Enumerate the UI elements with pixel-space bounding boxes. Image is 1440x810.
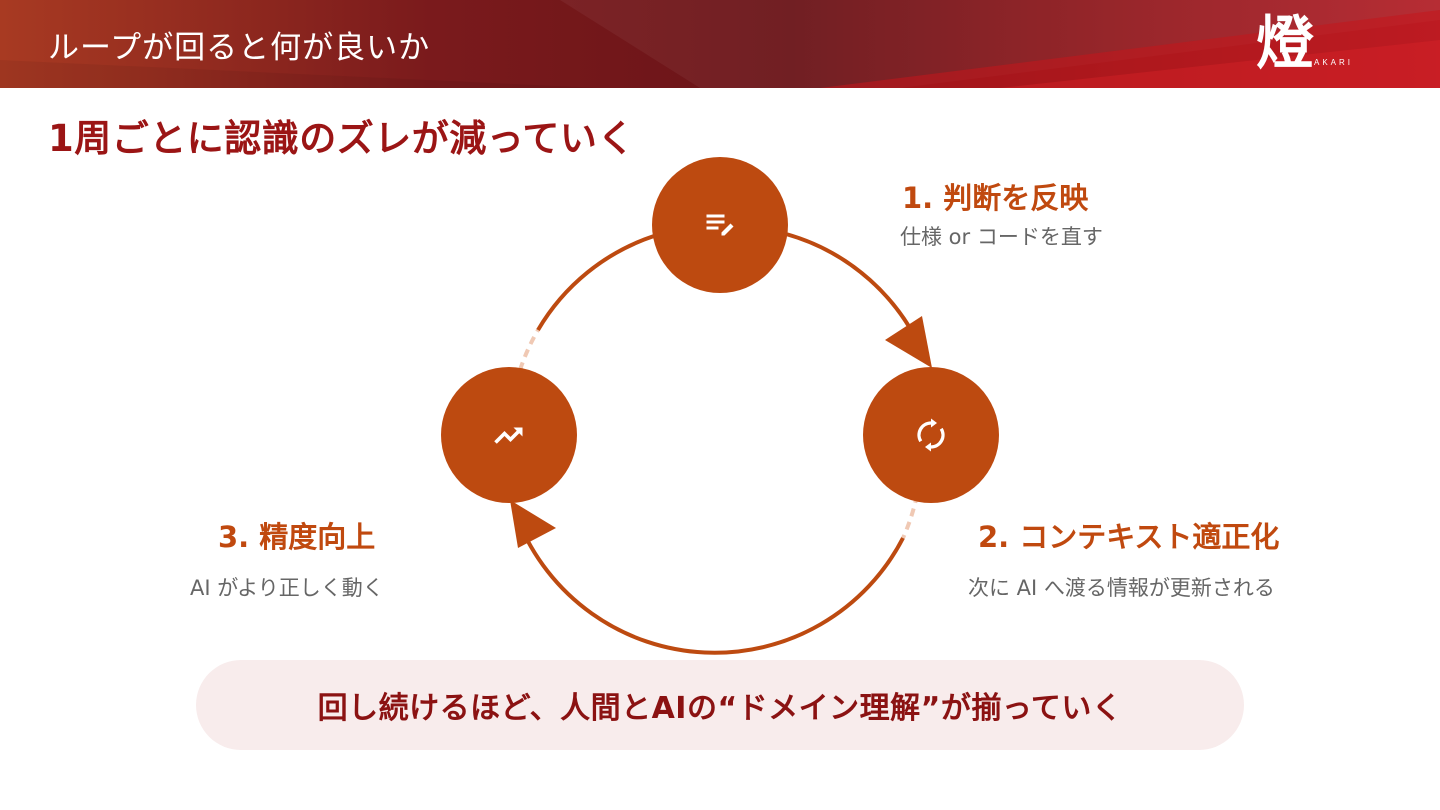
sync-icon	[917, 418, 945, 452]
header-bar: ループが回ると何が良いか 燈 AKARI	[0, 0, 1440, 88]
logo-wordmark: AKARI	[1314, 58, 1354, 67]
arc-2-to-3-dashed	[901, 494, 919, 539]
summary-banner-text: 回し続けるほど、人間とAIの“ドメイン理解”が揃っていく	[317, 691, 1123, 726]
akari-logo: 燈 AKARI	[1252, 8, 1372, 80]
step-1-title: 1. 判断を反映	[902, 181, 1089, 215]
page-headline: 1周ごとに認識のズレが減っていく	[48, 117, 635, 160]
step-3-desc: AI がより正しく動く	[190, 576, 384, 600]
edit-note-icon	[706, 214, 734, 236]
arrow-head-to-2	[885, 316, 932, 368]
node-reflect-decision	[652, 157, 788, 293]
step-1-desc: 仕様 or コードを直す	[900, 225, 1103, 249]
step-3-title: 3. 精度向上	[218, 520, 376, 554]
arc-3-to-1	[536, 234, 655, 332]
trending-up-icon	[494, 427, 523, 444]
header-decoration	[0, 0, 1440, 88]
header-title: ループが回ると何が良いか	[48, 30, 431, 66]
step-2-title: 2. コンテキスト適正化	[978, 520, 1280, 554]
logo-glyph: 燈	[1256, 9, 1315, 77]
node-context-optimize	[863, 367, 999, 503]
arc-3-to-1-dashed	[518, 328, 540, 371]
arrow-head-to-3	[510, 500, 556, 548]
summary-banner: 回し続けるほど、人間とAIの“ドメイン理解”が揃っていく	[196, 660, 1244, 750]
node-accuracy-up	[441, 367, 577, 503]
step-2-desc: 次に AI へ渡る情報が更新される	[968, 576, 1275, 600]
arc-2-to-3	[516, 519, 905, 655]
